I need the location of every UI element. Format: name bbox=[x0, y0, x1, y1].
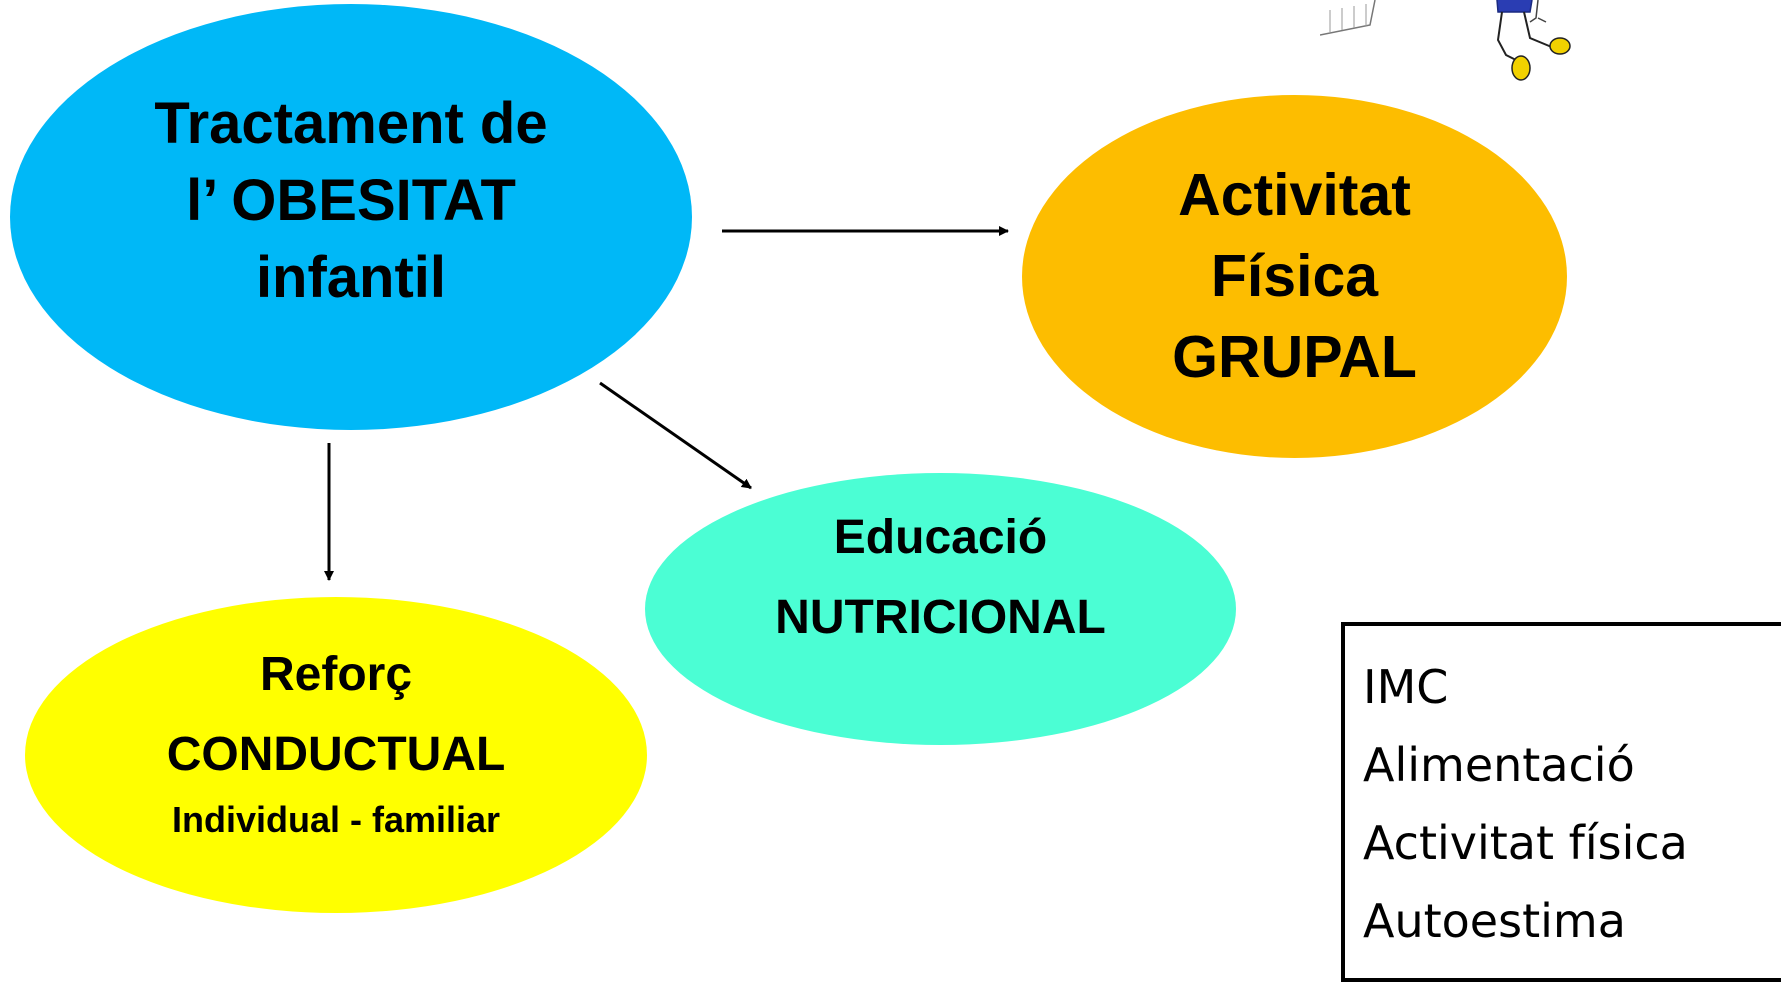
main-node-line-1: Tractament de bbox=[154, 90, 548, 156]
main-node-line-3: infantil bbox=[255, 244, 447, 310]
indicator-item: Activitat física bbox=[1363, 816, 1688, 870]
main-node-ellipse: Tractament de l’ OBESITAT infantil bbox=[10, 4, 692, 430]
activity-node-ellipse: Activitat Física GRUPAL bbox=[1022, 95, 1567, 458]
reinforcement-subtitle: CONDUCTUAL bbox=[166, 728, 506, 781]
education-node-line-1: Educació bbox=[833, 511, 1048, 564]
education-node-ellipse: Educació NUTRICIONAL bbox=[645, 473, 1236, 745]
indicator-item: Alimentació bbox=[1363, 738, 1635, 792]
activity-node-line-1: Activitat bbox=[1178, 162, 1411, 228]
indicators-box: IMC Alimentació Activitat física Autoest… bbox=[1341, 622, 1781, 982]
connector-arrows bbox=[324, 226, 1009, 581]
reinforcement-node-ellipse: Reforç CONDUCTUAL Individual - familiar bbox=[25, 597, 647, 913]
main-node-line-2: l’ OBESITAT bbox=[186, 167, 516, 233]
activity-node-line-3: GRUPAL bbox=[1172, 324, 1417, 390]
child-drawing-icon bbox=[1320, 0, 1571, 81]
indicator-item: IMC bbox=[1363, 660, 1449, 714]
reinforcement-detail: Individual - familiar bbox=[171, 799, 501, 840]
indicator-item: Autoestima bbox=[1363, 894, 1626, 948]
arrow-to-education bbox=[599, 381, 752, 490]
activity-node-line-2: Física bbox=[1210, 243, 1379, 309]
reinforcement-title: Reforç bbox=[259, 648, 413, 701]
education-node-line-2: NUTRICIONAL bbox=[775, 591, 1106, 644]
